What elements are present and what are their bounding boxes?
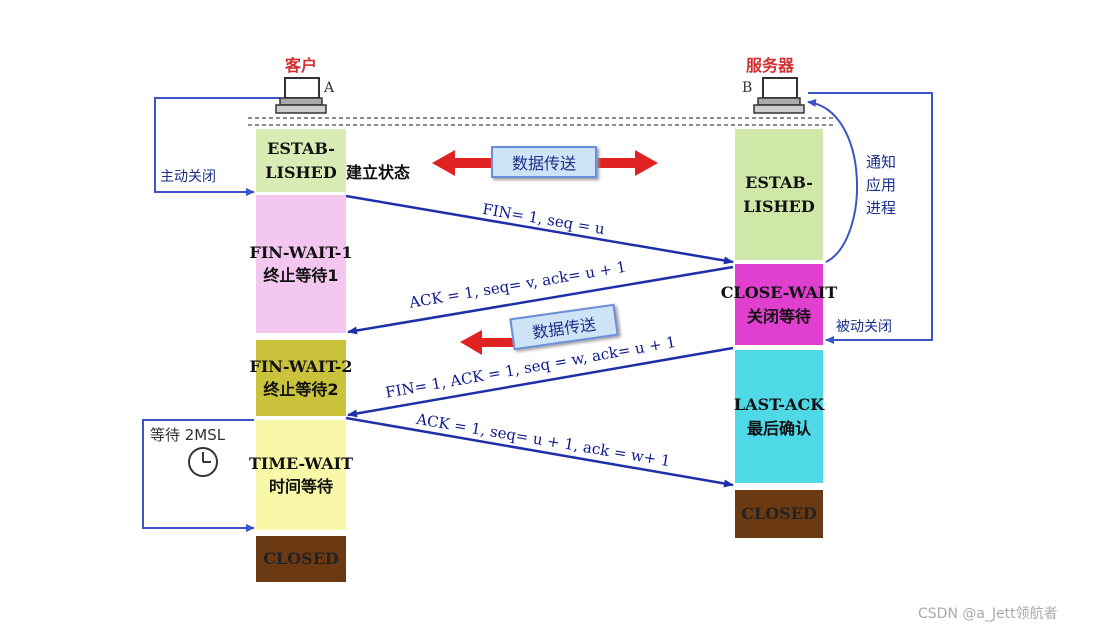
clock-icon	[188, 447, 218, 477]
server-state-close-wait: CLOSE-WAIT 关闭等待	[721, 264, 837, 345]
passive-close-label: 被动关闭	[836, 319, 892, 335]
passive-close-loop	[808, 92, 933, 344]
notify-label-line3: 进程	[866, 199, 897, 217]
active-close-loop	[154, 97, 280, 196]
ack2-arrow	[345, 416, 734, 488]
active-close-label: 主动关闭	[160, 169, 216, 185]
client-state-fin-wait-1: FIN-WAIT-1 终止等待1	[249, 195, 353, 333]
computer-icon	[753, 77, 805, 114]
server-state-established: ESTAB- LISHED	[735, 129, 823, 260]
client-title: 客户	[285, 56, 318, 75]
wait-2msl-label: 等待 2MSL	[150, 426, 226, 444]
client-state-closed: CLOSED	[256, 536, 346, 582]
data-transfer-left-arrow	[460, 330, 528, 355]
server-title: 服务器	[746, 56, 795, 75]
notify-process-curve	[807, 99, 858, 263]
notify-label-line1: 通知	[866, 153, 897, 171]
server-state-last-ack: LAST-ACK 最后确认	[734, 350, 824, 483]
established-suffix: 建立状态	[346, 163, 411, 182]
client-letter: A	[324, 80, 335, 96]
client-state-established: ESTAB- LISHED	[256, 129, 346, 192]
ack1-arrow	[347, 265, 734, 335]
watermark: CSDN @a_Jett领航者	[918, 606, 1058, 622]
notify-label-line2: 应用	[866, 176, 897, 194]
client-state-time-wait: TIME-WAIT 时间等待	[249, 420, 353, 530]
wait-2msl-loop	[142, 419, 255, 532]
computer-icon	[275, 77, 327, 114]
fin1-arrow	[345, 194, 734, 265]
data-transfer-box: 数据传送	[491, 146, 597, 178]
server-state-closed: CLOSED	[735, 490, 823, 538]
fin2-arrow	[347, 346, 734, 418]
server-letter: B	[742, 80, 753, 96]
client-state-fin-wait-2: FIN-WAIT-2 终止等待2	[249, 340, 353, 416]
